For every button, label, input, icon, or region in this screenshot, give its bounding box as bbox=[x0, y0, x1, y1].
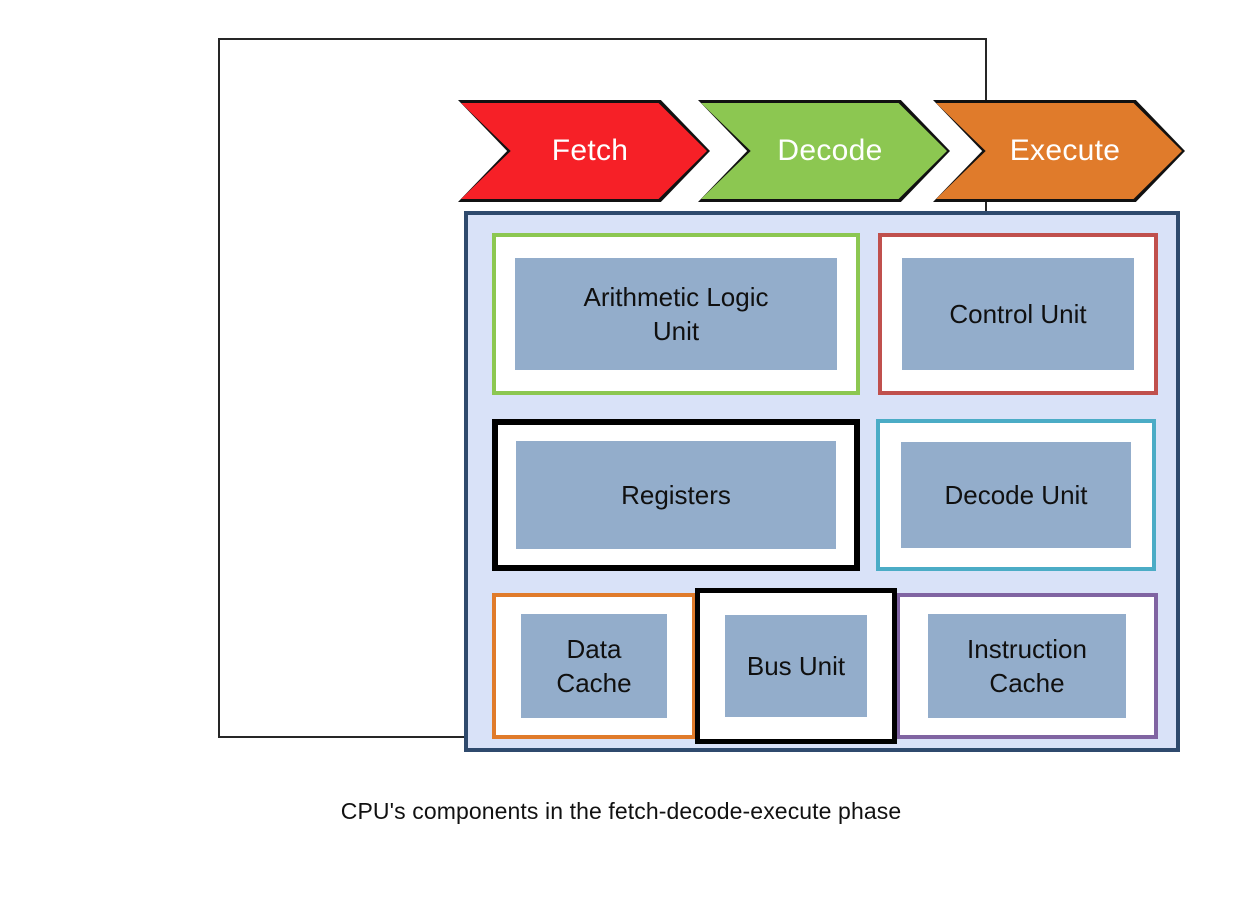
cpu-row-2: Registers Decode Unit bbox=[492, 419, 1158, 571]
alu-inner-box: Arithmetic Logic Unit bbox=[515, 258, 837, 370]
component-arithmetic-logic-unit[interactable]: Arithmetic Logic Unit bbox=[492, 233, 860, 395]
control-unit-label-line-1: Control Unit bbox=[949, 298, 1087, 329]
bus-unit-inner-box: Bus Unit bbox=[725, 615, 867, 717]
cpu-container: Arithmetic Logic Unit Control Unit Regis… bbox=[464, 211, 1180, 752]
data-cache-label-line-1: Data bbox=[566, 633, 622, 664]
instruction-cache-inner-box: Instruction Cache bbox=[928, 614, 1126, 718]
pipeline-stage-decode[interactable]: Decode bbox=[698, 100, 950, 202]
pipeline-stage-decode-label: Decode bbox=[777, 134, 883, 167]
instruction-cache-label-line-2: Cache bbox=[989, 668, 1065, 698]
pipeline-stage-fetch[interactable]: Fetch bbox=[458, 100, 710, 202]
component-decode-unit[interactable]: Decode Unit bbox=[876, 419, 1156, 571]
decode-unit-inner-box: Decode Unit bbox=[901, 442, 1131, 548]
pipeline-stage-execute-label: Execute bbox=[1009, 134, 1121, 167]
alu-label-line-2: Unit bbox=[652, 316, 700, 346]
component-bus-unit[interactable]: Bus Unit bbox=[695, 588, 897, 744]
pipeline-stage-fetch-label: Fetch bbox=[551, 134, 629, 167]
data-cache-inner-box: Data Cache bbox=[521, 614, 667, 718]
component-instruction-cache[interactable]: Instruction Cache bbox=[896, 593, 1158, 739]
registers-inner-box: Registers bbox=[516, 441, 836, 549]
cpu-component-grid: Arithmetic Logic Unit Control Unit Regis… bbox=[492, 233, 1158, 744]
control-unit-inner-box: Control Unit bbox=[902, 258, 1134, 370]
component-registers[interactable]: Registers bbox=[492, 419, 860, 571]
diagram-outer-frame: Fetch Decode Execute Arithmetic Logic Un… bbox=[218, 38, 1185, 752]
alu-label-line-1: Arithmetic Logic bbox=[583, 281, 769, 312]
bus-unit-label-line-1: Bus Unit bbox=[746, 650, 846, 681]
pipeline-stages: Fetch Decode Execute bbox=[458, 100, 1185, 202]
component-data-cache[interactable]: Data Cache bbox=[492, 593, 696, 739]
data-cache-label-line-2: Cache bbox=[556, 668, 632, 698]
instruction-cache-label-line-1: Instruction bbox=[967, 633, 1087, 664]
pipeline-stage-execute[interactable]: Execute bbox=[933, 100, 1185, 202]
registers-label-line-1: Registers bbox=[621, 479, 731, 510]
cpu-row-1: Arithmetic Logic Unit Control Unit bbox=[492, 233, 1158, 395]
diagram-caption: CPU's components in the fetch-decode-exe… bbox=[340, 798, 902, 824]
decode-unit-label-line-1: Decode Unit bbox=[944, 479, 1088, 510]
cpu-row-3: Data Cache Bus Unit Instruction Cache bbox=[492, 588, 1158, 744]
component-control-unit[interactable]: Control Unit bbox=[878, 233, 1158, 395]
